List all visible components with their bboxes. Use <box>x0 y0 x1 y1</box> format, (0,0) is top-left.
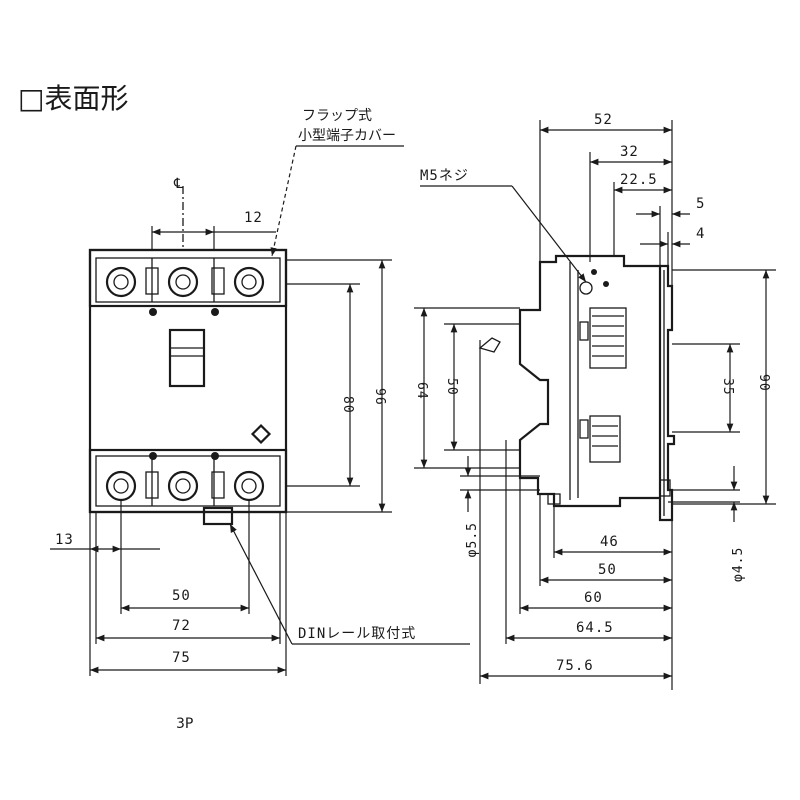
dim-height-35: 35 <box>720 378 735 396</box>
dim-pole-pitch: 12 <box>244 210 263 226</box>
dim-height-50: 50 <box>444 378 459 396</box>
handle <box>168 328 206 388</box>
svg-text:DINレール取付式: DINレール取付式 <box>298 626 416 642</box>
flap-cover-callout: フラップ式 小型端子カバー <box>270 108 404 257</box>
dim-depth-64-5: 64.5 <box>576 620 614 636</box>
svg-text:小型端子カバー: 小型端子カバー <box>298 128 396 144</box>
terminal-screw-icon <box>105 266 265 298</box>
test-button <box>250 423 272 445</box>
dim-depth-5: 5 <box>696 196 705 212</box>
centerline-symbol: ℄ <box>173 176 183 192</box>
front-view: ℄ 12 80 96 13 50 72 <box>50 176 392 732</box>
side-view: 52 32 22.5 5 4 M5ネジ 64 50 35 <box>414 112 776 690</box>
svg-text:フラップ式: フラップ式 <box>302 108 372 124</box>
din-rail-callout: DINレール取付式 <box>229 523 470 645</box>
dim-depth-46: 46 <box>600 534 619 550</box>
dim-width-75: 75 <box>172 650 191 666</box>
dim-height-80: 80 <box>340 396 355 414</box>
dim-height-64: 64 <box>414 382 429 400</box>
dim-phi-5-5: φ5.5 <box>465 522 480 557</box>
dim-height-96: 96 <box>372 388 387 406</box>
dim-depth-4: 4 <box>696 226 705 242</box>
screw-callout: M5ネジ <box>420 168 469 184</box>
dim-depth-32: 32 <box>620 144 639 160</box>
drawing-title: □表面形 <box>18 82 128 115</box>
dim-depth-50: 50 <box>598 562 617 578</box>
dim-height-90: 90 <box>756 374 771 392</box>
dim-width-72: 72 <box>172 618 191 634</box>
dim-width-50: 50 <box>172 588 191 604</box>
dim-depth-60: 60 <box>584 590 603 606</box>
terminal-screw-icon <box>105 470 265 502</box>
dim-depth-22-5: 22.5 <box>620 172 658 188</box>
din-clip <box>202 506 234 526</box>
dim-offset-13: 13 <box>55 532 74 548</box>
pole-count-label: 3P <box>176 716 193 732</box>
dim-depth-75-6: 75.6 <box>556 658 594 674</box>
dim-depth-52: 52 <box>594 112 613 128</box>
dim-phi-4-5: φ4.5 <box>731 547 746 582</box>
